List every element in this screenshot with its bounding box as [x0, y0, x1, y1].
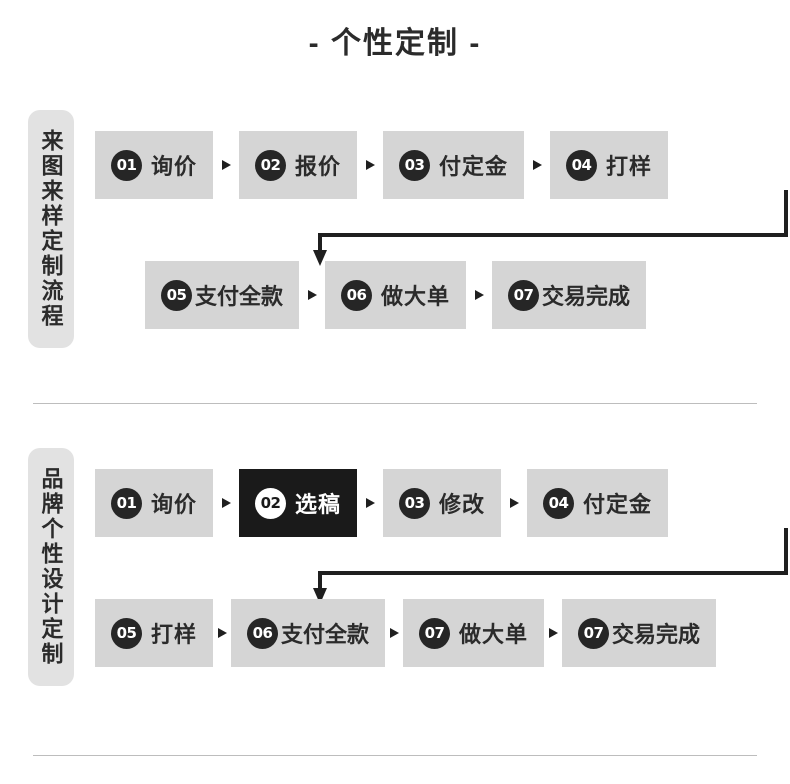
step-box[interactable]: 07 交易完成 [562, 599, 717, 667]
step-label: 付定金 [583, 492, 653, 517]
section-sidebar-label-2: 品牌个性设计定制 [28, 448, 74, 686]
flow-row-2-bottom: 05 打样 06 支付全款 07 做大单 07 交易完成 [95, 599, 717, 667]
step-arrow-icon [544, 628, 562, 638]
step-arrow-icon [213, 498, 239, 508]
step-box-active[interactable]: 02 选稿 [239, 469, 358, 537]
step-box[interactable]: 05 打样 [95, 599, 214, 667]
step-box[interactable]: 07 做大单 [403, 599, 545, 667]
step-box[interactable]: 01 询价 [95, 469, 214, 537]
step-box[interactable]: 04 付定金 [527, 469, 669, 537]
section-divider-2 [33, 755, 757, 756]
step-badge: 04 [543, 487, 575, 519]
step-label: 打样 [151, 622, 198, 647]
step-label: 询价 [151, 154, 198, 179]
step-label: 支付全款 [281, 622, 370, 647]
step-badge: 01 [111, 487, 142, 519]
step-box[interactable]: 02 报价 [239, 131, 358, 199]
step-badge: 05 [161, 279, 192, 311]
step-box[interactable]: 06 支付全款 [231, 599, 386, 667]
step-badge: 04 [566, 149, 598, 181]
section-sidebar-label-1: 来图来样定制流程 [28, 110, 74, 348]
step-box[interactable]: 06 做大单 [325, 261, 467, 329]
sidebar-label-text: 来图来样定制流程 [38, 129, 64, 329]
step-label: 修改 [439, 492, 486, 517]
sidebar-label-text: 品牌个性设计定制 [38, 467, 64, 667]
step-box[interactable]: 05 支付全款 [145, 261, 300, 329]
step-box[interactable]: 03 付定金 [383, 131, 525, 199]
step-label: 做大单 [459, 622, 529, 647]
step-arrow-icon [357, 160, 383, 170]
step-arrow-icon [466, 290, 492, 300]
step-badge: 02 [255, 487, 287, 519]
step-box[interactable]: 01 询价 [95, 131, 214, 199]
step-arrow-icon [501, 498, 527, 508]
step-arrow-icon [524, 160, 550, 170]
step-arrow-icon [385, 628, 403, 638]
flow-row-2-top: 01 询价 02 选稿 03 修改 04 付定金 [95, 469, 669, 537]
step-label: 报价 [295, 154, 342, 179]
step-label: 询价 [151, 492, 198, 517]
step-label: 支付全款 [195, 284, 284, 309]
step-badge: 03 [399, 487, 431, 519]
step-badge: 07 [508, 279, 540, 311]
step-arrow-icon [357, 498, 383, 508]
step-label: 交易完成 [542, 284, 631, 309]
step-badge: 05 [111, 617, 142, 649]
step-box[interactable]: 03 修改 [383, 469, 502, 537]
step-box[interactable]: 07 交易完成 [492, 261, 647, 329]
step-label: 交易完成 [612, 622, 701, 647]
step-badge: 01 [111, 149, 142, 181]
step-arrow-icon [213, 628, 231, 638]
flow-connector-icon-1 [313, 190, 788, 266]
step-badge: 07 [578, 617, 610, 649]
step-badge: 03 [399, 149, 431, 181]
flow-row-1-bottom: 05 支付全款 06 做大单 07 交易完成 [145, 261, 647, 329]
section-divider-1 [33, 403, 757, 404]
step-label: 做大单 [381, 284, 451, 309]
step-arrow-icon [299, 290, 325, 300]
step-badge: 06 [341, 279, 373, 311]
page-title: - 个性定制 - [308, 27, 482, 60]
step-label: 付定金 [439, 154, 509, 179]
step-label: 选稿 [295, 492, 342, 517]
step-arrow-icon [213, 160, 239, 170]
step-badge: 06 [247, 617, 279, 649]
step-box[interactable]: 04 打样 [550, 131, 669, 199]
step-badge: 07 [419, 617, 451, 649]
flow-connector-icon-2 [313, 528, 788, 604]
flow-row-1-top: 01 询价 02 报价 03 付定金 04 打样 [95, 131, 669, 199]
step-badge: 02 [255, 149, 287, 181]
step-label: 打样 [606, 154, 653, 179]
